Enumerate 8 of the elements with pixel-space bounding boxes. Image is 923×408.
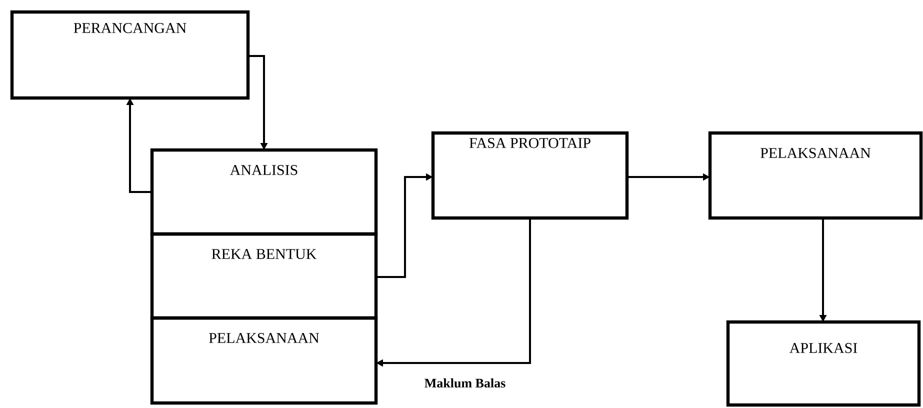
- process-box: APLIKASI: [726, 320, 921, 407]
- process-box: PELAKSANAAN: [150, 316, 378, 405]
- edge-label: Maklum Balas: [423, 377, 507, 389]
- process-box: ANALISIS: [150, 148, 378, 236]
- process-box: REKA BENTUK: [150, 232, 378, 320]
- process-box: FASA PROTOTAIP: [431, 131, 629, 220]
- process-box: PELAKSANAAN: [708, 131, 923, 220]
- process-box: PERANCANGAN: [10, 10, 250, 100]
